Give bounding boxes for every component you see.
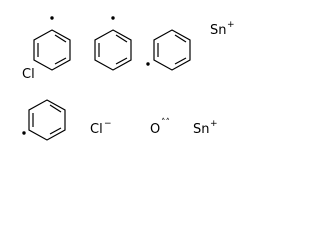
ring3-radical-dot bbox=[146, 62, 150, 66]
ring1-inner-bond-b bbox=[54, 57, 67, 65]
oxygen-atom: O ˄˄ bbox=[150, 118, 170, 137]
tin-cation-bottom: Sn + bbox=[193, 119, 218, 137]
atom-cl1-symbol: Cl bbox=[22, 67, 35, 82]
ring2-radical-dot bbox=[111, 16, 115, 20]
ring2 bbox=[94, 16, 132, 71]
ring3-inner-bond-b bbox=[174, 57, 187, 65]
ring3 bbox=[146, 29, 191, 71]
ring4-outline bbox=[28, 99, 66, 141]
tin-cation-top: Sn + bbox=[210, 20, 235, 38]
atom-sn1-symbol: Sn bbox=[210, 23, 227, 38]
atom-sn2-symbol: Sn bbox=[193, 122, 210, 137]
ring2-inner-bond-a bbox=[115, 34, 128, 43]
atom-cl2-charge: − bbox=[104, 119, 112, 129]
ring4 bbox=[22, 99, 66, 141]
ring4-radical-dot bbox=[22, 131, 26, 135]
chlorine-top: Cl bbox=[22, 67, 35, 82]
atom-sn1-charge: + bbox=[227, 20, 235, 30]
atom-o1-charge: ˄˄ bbox=[161, 118, 170, 128]
ring1-inner-bond-a bbox=[54, 34, 67, 43]
atom-o1-symbol: O bbox=[150, 122, 160, 137]
ring2-outline bbox=[94, 29, 132, 71]
atom-cl2-symbol: Cl bbox=[90, 122, 103, 137]
structure-canvas: Sn + Cl Cl − O ˄˄ Sn + bbox=[22, 16, 235, 141]
ring4-inner-bond-b bbox=[49, 127, 62, 135]
ring4-inner-bond-a bbox=[49, 104, 62, 113]
ring3-inner-bond-a bbox=[174, 34, 187, 43]
ring1-radical-dot bbox=[50, 16, 54, 20]
chloride-anion: Cl − bbox=[90, 119, 112, 137]
ring1 bbox=[33, 16, 71, 71]
ring1-outline bbox=[33, 29, 71, 71]
atom-sn2-charge: + bbox=[210, 119, 218, 129]
ring2-inner-bond-b bbox=[115, 57, 128, 65]
ring3-outline bbox=[153, 29, 191, 71]
